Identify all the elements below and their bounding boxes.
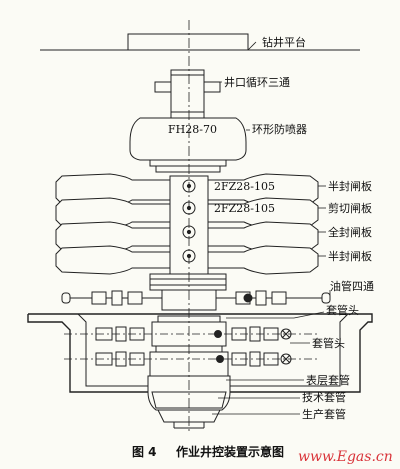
annular-model-label: FH28-70 [168, 123, 217, 136]
pipe-ram-lower-label: 半封闸板 [328, 250, 372, 263]
circulating-tee-label: 井口循环三通 [224, 76, 290, 89]
blind-ram-label: 全封闸板 [328, 226, 372, 239]
drill-floor-rotary [127, 33, 249, 51]
annular-bop-label: 环形防喷器 [252, 123, 307, 136]
figure-title: 作业井控装置示意图 [176, 445, 285, 459]
surface-casing-label: 表层套管 [306, 374, 350, 387]
figure-number: 图 4 [132, 445, 157, 459]
watermark: www.Egas.cn [298, 449, 393, 465]
casing-head-2-label: 套管头 [312, 337, 345, 350]
ram-model-1-label: 2FZ28-105 [214, 180, 275, 193]
intermediate-casing-label: 技术套管 [302, 391, 346, 404]
casing-head-1-label: 套管头 [326, 304, 359, 317]
annular-bop-body [129, 117, 247, 161]
pipe-ram-upper-label: 半封闸板 [328, 180, 372, 193]
circulating-tee-body [170, 69, 205, 119]
production-casing-label: 生产套管 [302, 408, 346, 421]
shear-ram-label: 剪切闸板 [328, 202, 372, 215]
tubing-spool-label: 油管四通 [330, 280, 374, 293]
drill-floor-label: 钻井平台 [262, 36, 306, 49]
ram-model-2-label: 2FZ28-105 [214, 202, 275, 215]
